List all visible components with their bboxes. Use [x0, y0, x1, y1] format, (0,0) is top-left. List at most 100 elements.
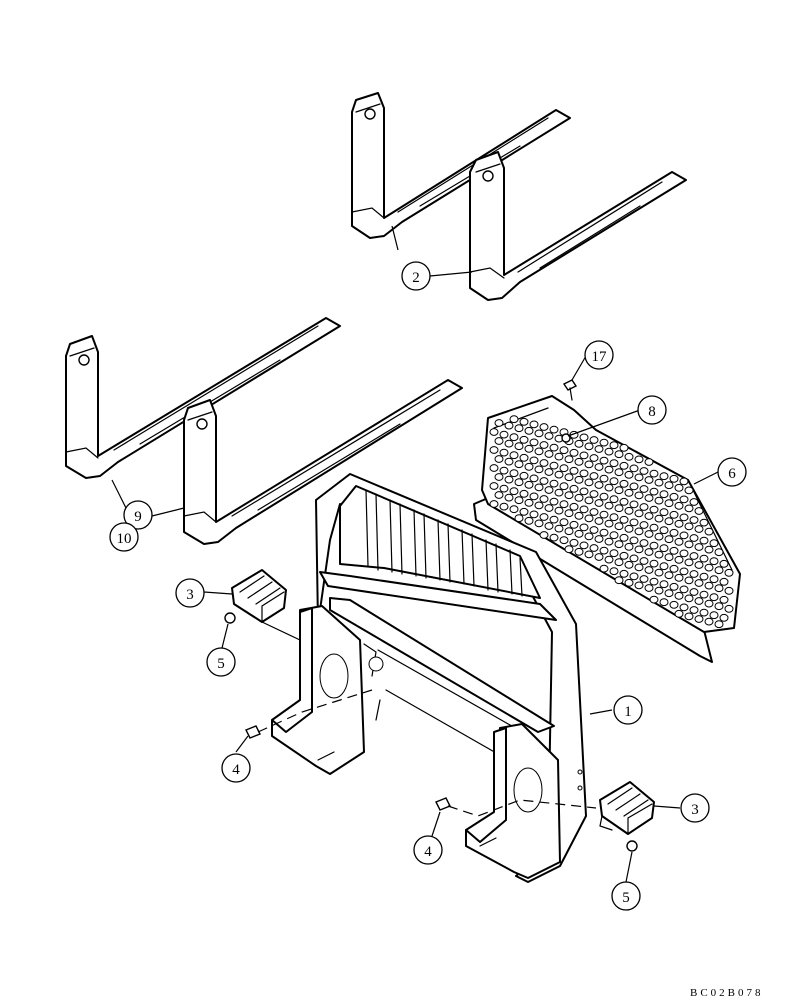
grille-hole	[534, 429, 544, 438]
grille-hole	[524, 426, 534, 435]
grille-hole	[674, 573, 684, 582]
grille-hole	[644, 584, 654, 592]
grille-hole	[724, 568, 734, 577]
callout-1-label: 1	[624, 704, 632, 720]
grille-hole	[594, 499, 604, 507]
grille-hole	[544, 522, 554, 530]
callout-3-left: 3	[175, 578, 205, 608]
grille-hole	[614, 504, 624, 513]
grille-hole	[514, 424, 524, 433]
grille-hole	[709, 539, 719, 548]
grille-hole	[589, 454, 599, 462]
grille-hole	[584, 514, 594, 523]
grille-hole	[694, 525, 704, 533]
grille-hole	[514, 514, 524, 523]
grille-hole	[574, 439, 584, 448]
grille-hole	[654, 496, 664, 505]
grille-hole	[654, 532, 664, 541]
grille-hole	[684, 540, 694, 549]
grille-hole	[659, 526, 669, 535]
grille-hole	[674, 555, 684, 564]
grille-hole	[569, 448, 579, 457]
callout-4-left-label: 4	[232, 762, 240, 778]
grille-hole	[674, 483, 684, 492]
callout-1: 1	[613, 695, 643, 725]
grille-hole	[604, 447, 614, 456]
grille-hole	[604, 483, 614, 492]
grille-hole	[639, 521, 649, 529]
grille-hole	[639, 467, 649, 475]
grille-hole	[714, 584, 724, 593]
grille-hole	[529, 438, 539, 447]
fork-upper-left	[351, 92, 571, 239]
grille-hole	[714, 602, 724, 611]
grille-hole	[579, 433, 589, 442]
grille-hole	[669, 528, 679, 537]
grille-hole	[544, 504, 554, 512]
grille-hole	[659, 472, 669, 481]
grille-hole	[649, 487, 659, 496]
callout-5-right-label: 5	[622, 890, 630, 906]
grille-hole	[499, 502, 509, 511]
grille-hole	[609, 495, 619, 504]
grille-hole	[649, 559, 659, 568]
grille-hole	[594, 553, 604, 561]
grille-hole	[504, 457, 514, 466]
grille-hole	[644, 566, 654, 574]
grille-hole	[659, 580, 669, 589]
grille-hole	[629, 482, 639, 491]
callout-4-right: 4	[413, 835, 443, 865]
grille-hole	[634, 545, 644, 554]
grille-hole	[574, 475, 584, 484]
grille-hole	[629, 572, 639, 581]
grille-hole	[629, 500, 639, 509]
bolt-4-right	[435, 797, 597, 817]
grille-hole	[534, 519, 544, 528]
callout-9-label: 9	[134, 509, 142, 525]
grille-hole	[549, 443, 559, 452]
grille-hole	[604, 537, 614, 546]
grille-hole	[499, 484, 509, 493]
grille-hole	[579, 505, 589, 514]
grille-hole	[534, 483, 544, 492]
grille-hole	[659, 544, 669, 553]
grille-hole	[529, 510, 539, 519]
grille-hole	[629, 518, 639, 527]
grille-hole	[639, 485, 649, 493]
grille-hole	[494, 437, 504, 445]
grille-hole	[669, 474, 679, 483]
grille-hole	[559, 446, 569, 455]
grille-hole	[714, 620, 724, 629]
grille-hole	[679, 585, 689, 594]
grille-hole	[689, 588, 699, 596]
grille-hole	[584, 478, 594, 487]
grille-hole	[584, 442, 594, 451]
grille-hole	[569, 502, 579, 511]
grille-hole	[614, 450, 624, 459]
grille-hole	[719, 595, 729, 604]
grille-hole	[634, 455, 644, 464]
grille-hole	[524, 480, 534, 489]
grille-hole	[704, 563, 714, 572]
grille-hole	[679, 567, 689, 576]
grille-hole	[704, 527, 714, 536]
grille-hole	[609, 477, 619, 486]
grille-hole	[539, 531, 549, 539]
grille-hole	[579, 451, 589, 460]
grille-hole	[564, 473, 574, 482]
grille-hole	[549, 425, 559, 434]
grille-hole	[604, 555, 614, 564]
grille-hole	[594, 481, 604, 489]
grille-hole	[639, 539, 649, 547]
grille-hole	[704, 617, 714, 626]
drawing-reference-code: BC02B078	[690, 987, 764, 999]
nut-5-right	[626, 840, 638, 852]
grille-hole	[679, 477, 689, 486]
callout-10: 10	[109, 522, 139, 552]
callout-9: 9	[123, 500, 153, 530]
grille-hole	[514, 496, 524, 505]
grille-hole	[619, 497, 629, 506]
grille-hole	[514, 442, 524, 451]
grille-hole	[624, 506, 634, 515]
grille-hole	[539, 441, 549, 449]
